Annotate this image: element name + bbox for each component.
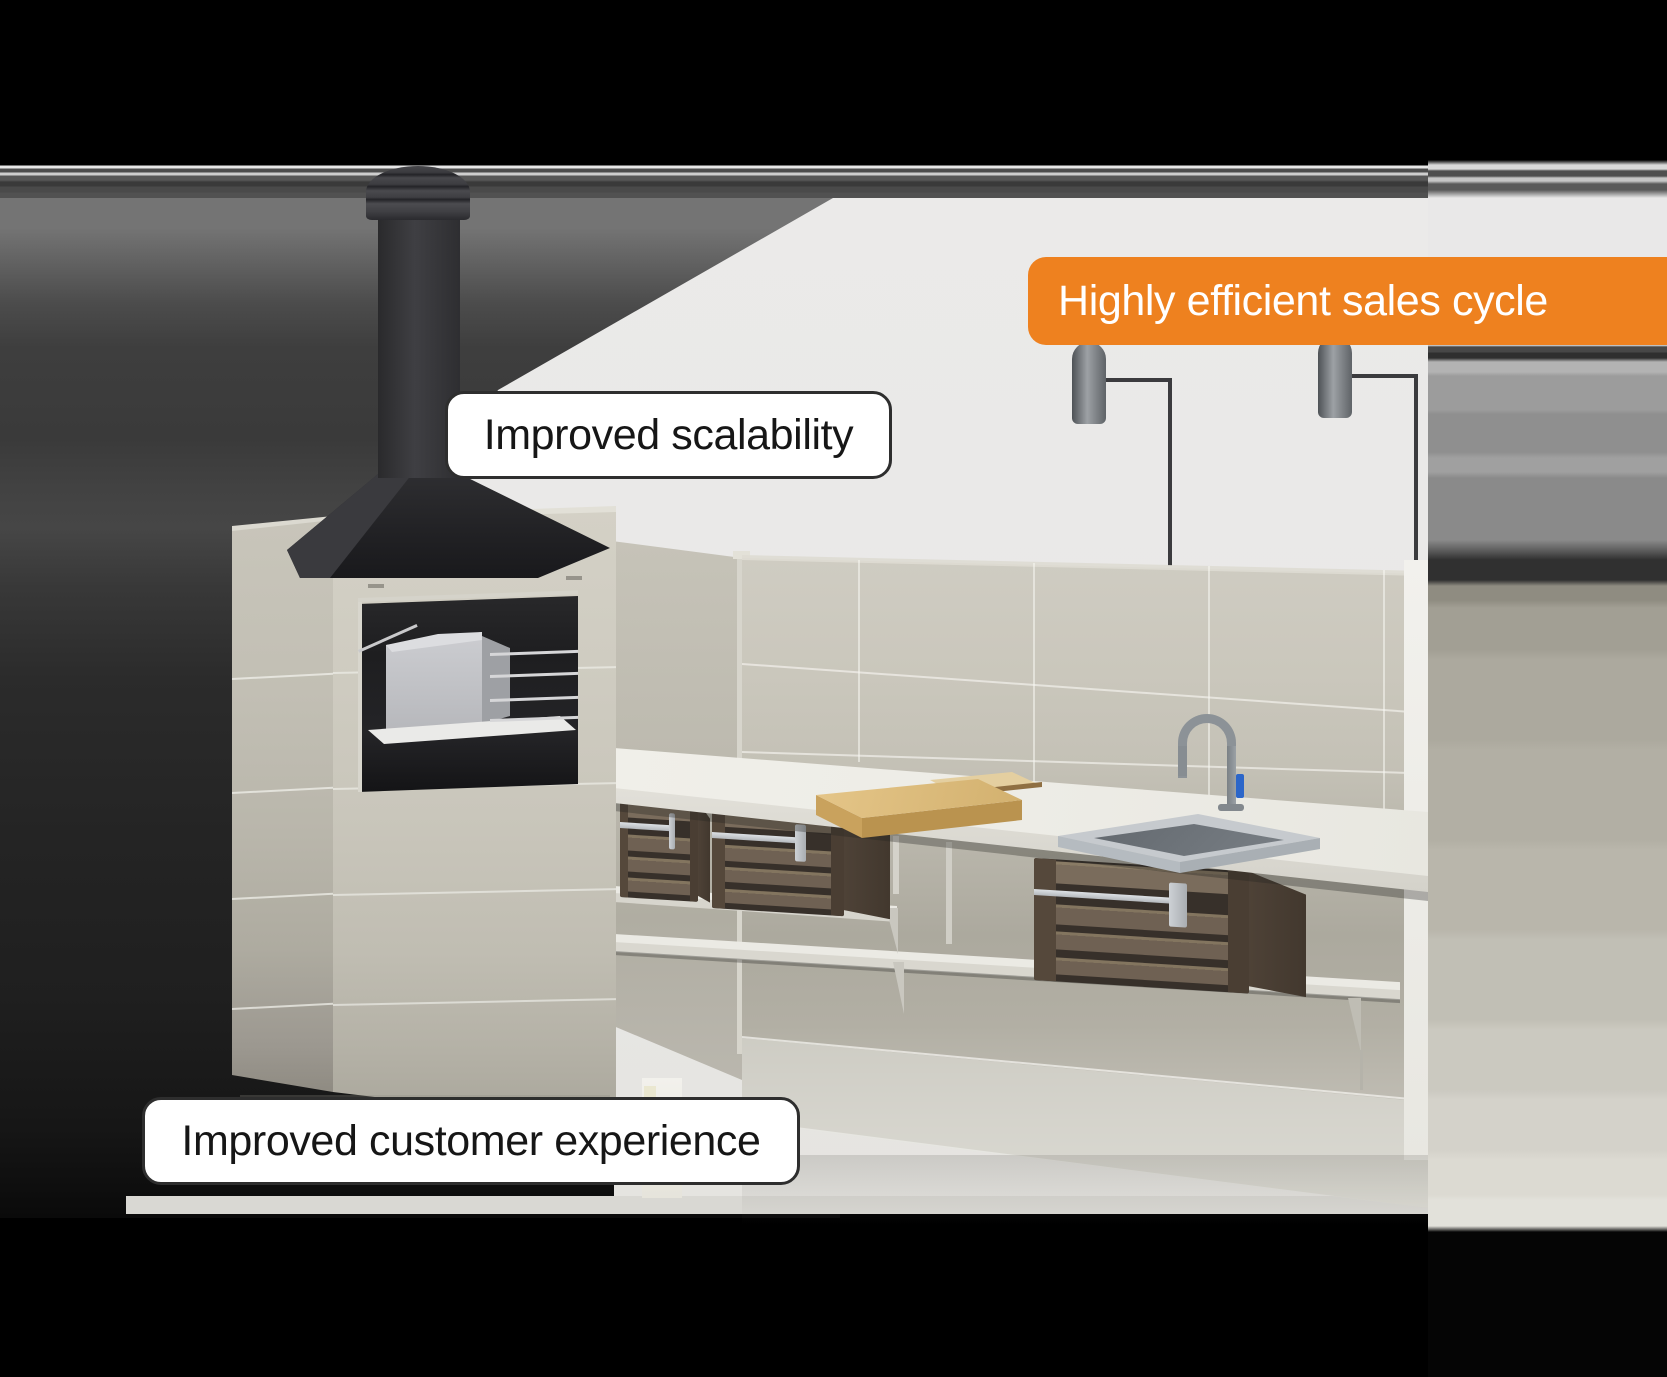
crate-metal-bar: [712, 831, 805, 844]
faucet-riser: [1227, 746, 1236, 808]
counter-strut: [893, 836, 899, 894]
wall-lamp-shade: [1072, 342, 1106, 424]
wall-panel-seam: [1033, 563, 1035, 791]
crate-slat: [620, 877, 698, 896]
crate-post: [1227, 870, 1249, 994]
crate-slat: [620, 834, 698, 855]
wall-corner-cap: [733, 551, 750, 559]
crate-slat: [712, 887, 844, 911]
floor-reflection: [742, 1155, 1428, 1225]
callout-sales-cycle: Highly efficient sales cycle: [1028, 257, 1667, 345]
floor-strip: [126, 1196, 1428, 1214]
shelf-bracket-stem: [1360, 1050, 1363, 1090]
wall-lamp-pole: [1414, 376, 1418, 564]
crate-metal-bar: [620, 821, 675, 832]
crate-slat: [712, 843, 844, 869]
grill-machine-side: [482, 636, 510, 724]
background-band: [0, 163, 1667, 198]
crate-metal-plate: [669, 813, 676, 850]
grill-opening-frame: [358, 602, 362, 792]
wall-lamp-pole: [1168, 380, 1172, 566]
wall-panel-seam: [858, 560, 860, 762]
chimney-cap: [366, 166, 470, 220]
wall-panel-seam: [1383, 570, 1385, 856]
crate-post: [1034, 858, 1056, 982]
wall-lamp-arm: [1098, 378, 1172, 382]
grill-machine: [382, 628, 514, 744]
wall-lamp-shade: [1318, 336, 1352, 418]
faucet-spout: [1178, 746, 1187, 776]
brand-mark: [368, 584, 384, 588]
wall-panel-seam: [1208, 566, 1210, 821]
crate-front: [1034, 858, 1249, 994]
edge-smear-band: [1428, 0, 1667, 1377]
callout-scalability: Improved scalability: [445, 391, 892, 479]
shelf-bracket: [893, 962, 904, 1014]
faucet-base: [1218, 804, 1244, 811]
callout-customer-experience: Improved customer experience: [142, 1097, 800, 1185]
crate-metal-plate: [1169, 882, 1187, 928]
counter-strut: [946, 842, 952, 944]
faucet-handle: [1236, 774, 1244, 798]
wall-lamp-arm: [1344, 374, 1418, 378]
crate-slat: [620, 856, 698, 876]
crate-side: [1249, 872, 1306, 998]
grill-tower-front: [232, 520, 333, 1092]
brand-mark: [566, 576, 582, 580]
crate-slat: [712, 866, 844, 890]
crate-slat: [1034, 955, 1249, 987]
